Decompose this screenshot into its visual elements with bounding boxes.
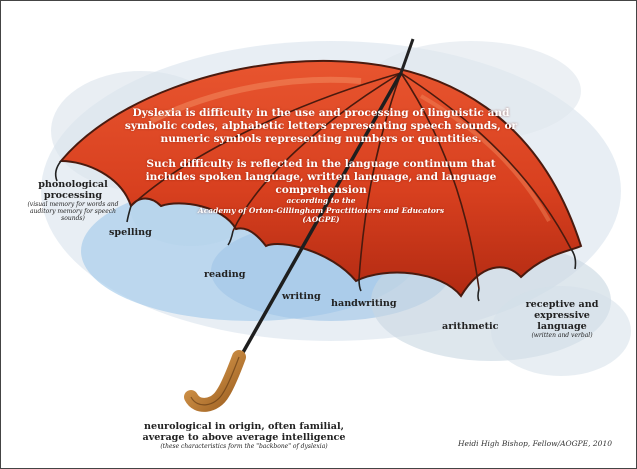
dyslexia-definition: Dyslexia is difficulty in the use and pr… <box>121 107 521 197</box>
label-handwriting: handwriting <box>331 298 397 309</box>
source-line-2: Academy of Orton-Gillingham Practitioner… <box>191 206 451 216</box>
label-receptive-expressive-language: receptive and expressive language (writt… <box>519 299 605 339</box>
label-neurological-origin: neurological in origin, often familial, … <box>139 421 349 450</box>
label-writing: writing <box>282 291 321 302</box>
phonological-title: phonological processing <box>38 179 108 201</box>
receptive-title: receptive and expressive language <box>526 299 599 332</box>
author-credit: Heidi High Bishop, Fellow/AOGPE, 2010 <box>458 439 612 448</box>
neurological-note: (these characteristics form the "backbon… <box>139 443 349 450</box>
source-line-1: according to the <box>191 196 451 206</box>
label-phonological-processing: phonological processing (visual memory f… <box>23 179 123 222</box>
phonological-note: (visual memory for words and auditory me… <box>23 201 123 222</box>
neurological-title: neurological in origin, often familial, … <box>143 421 346 443</box>
source-line-3: (AOGPE) <box>191 215 451 225</box>
definition-line-1: Dyslexia is difficulty in the use and pr… <box>121 107 521 146</box>
receptive-note: (written and verbal) <box>519 332 605 339</box>
definition-source: according to the Academy of Orton-Gillin… <box>191 196 451 225</box>
umbrella-handle <box>191 357 239 405</box>
definition-line-2: Such difficulty is reflected in the lang… <box>121 158 521 197</box>
label-reading: reading <box>204 269 245 280</box>
label-arithmetic: arithmetic <box>442 321 499 332</box>
label-spelling: spelling <box>109 227 152 238</box>
